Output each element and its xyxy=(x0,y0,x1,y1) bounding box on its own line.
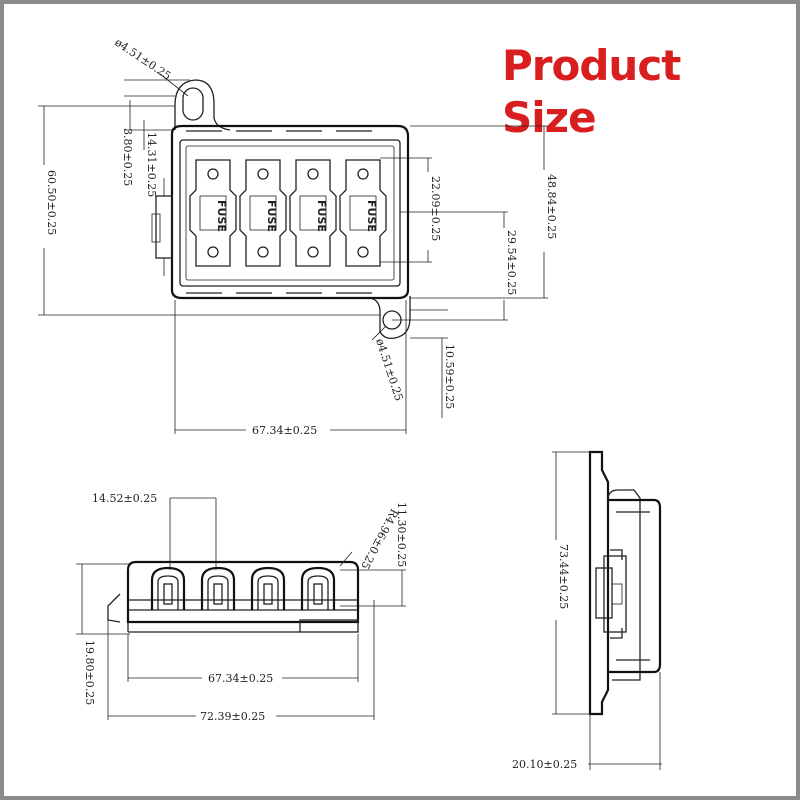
fuse-2: FUSE xyxy=(239,159,287,267)
front-slot-3 xyxy=(250,566,286,610)
dim-tab-offset-3: 3.80±0.25 xyxy=(121,128,134,186)
dim-side-height: 73.44±0.25 xyxy=(557,544,570,609)
dim-hole-bottom: ø4.51±0.25 xyxy=(373,337,405,403)
front-slot-2 xyxy=(200,566,236,610)
side-view-dimensions xyxy=(552,451,662,770)
drawing-frame: Product Size FUSE FUSE FUSE FUSE xyxy=(4,4,796,796)
dim-total-height: 60.50±0.25 xyxy=(45,170,58,235)
fuse-1: FUSE xyxy=(189,159,237,267)
terminal-hole-icon xyxy=(307,168,319,180)
dim-slot-pitch: 14.52±0.25 xyxy=(92,492,157,505)
product-size-title: Product Size xyxy=(502,41,681,142)
front-slots xyxy=(150,566,336,610)
fuse-label: FUSE xyxy=(215,200,228,232)
top-view-dimensions xyxy=(38,73,548,434)
front-slot-1 xyxy=(150,566,186,610)
side-view xyxy=(588,450,662,716)
dim-tab-offset-14: 14.31±0.25 xyxy=(145,132,158,197)
front-view xyxy=(107,560,360,633)
dim-tab-bottom: 10.59±0.25 xyxy=(443,344,456,409)
dim-width-top: 67.34±0.25 xyxy=(252,424,317,437)
dim-side-depth: 20.10±0.25 xyxy=(512,758,577,771)
terminal-hole-icon xyxy=(357,168,369,180)
dim-body-height: 48.84±0.25 xyxy=(545,174,558,239)
top-view xyxy=(151,79,411,340)
front-slot-4 xyxy=(300,566,336,610)
dim-slot-height: 11.30±0.25 xyxy=(395,502,408,567)
fuse-slots: FUSE FUSE FUSE FUSE xyxy=(189,159,387,267)
terminal-hole-icon xyxy=(207,168,219,180)
technical-drawing: FUSE FUSE FUSE FUSE xyxy=(38,36,662,771)
terminal-hole-icon xyxy=(207,246,219,258)
dim-fuse-span: 22.09±0.25 xyxy=(429,176,442,241)
fuse-label: FUSE xyxy=(365,200,378,232)
terminal-hole-icon xyxy=(357,246,369,258)
fuse-4: FUSE xyxy=(339,159,387,267)
terminal-hole-icon xyxy=(307,246,319,258)
dim-width-total: 72.39±0.25 xyxy=(200,710,265,723)
fuse-label: FUSE xyxy=(315,200,328,232)
front-view-dimensions xyxy=(76,497,406,720)
terminal-hole-icon xyxy=(257,168,269,180)
dim-hole-top: ø4.51±0.25 xyxy=(112,36,173,83)
fuse-label: FUSE xyxy=(265,200,278,232)
fuse-3: FUSE xyxy=(289,159,337,267)
top-hole-icon xyxy=(182,87,204,121)
terminal-hole-icon xyxy=(257,246,269,258)
dim-depth: 19.80±0.25 xyxy=(83,640,96,705)
dim-width-front: 67.34±0.25 xyxy=(208,672,273,685)
dim-fuse-outer: 29.54±0.25 xyxy=(505,230,518,295)
dim-radius: R4.96±0.25 xyxy=(358,507,401,572)
